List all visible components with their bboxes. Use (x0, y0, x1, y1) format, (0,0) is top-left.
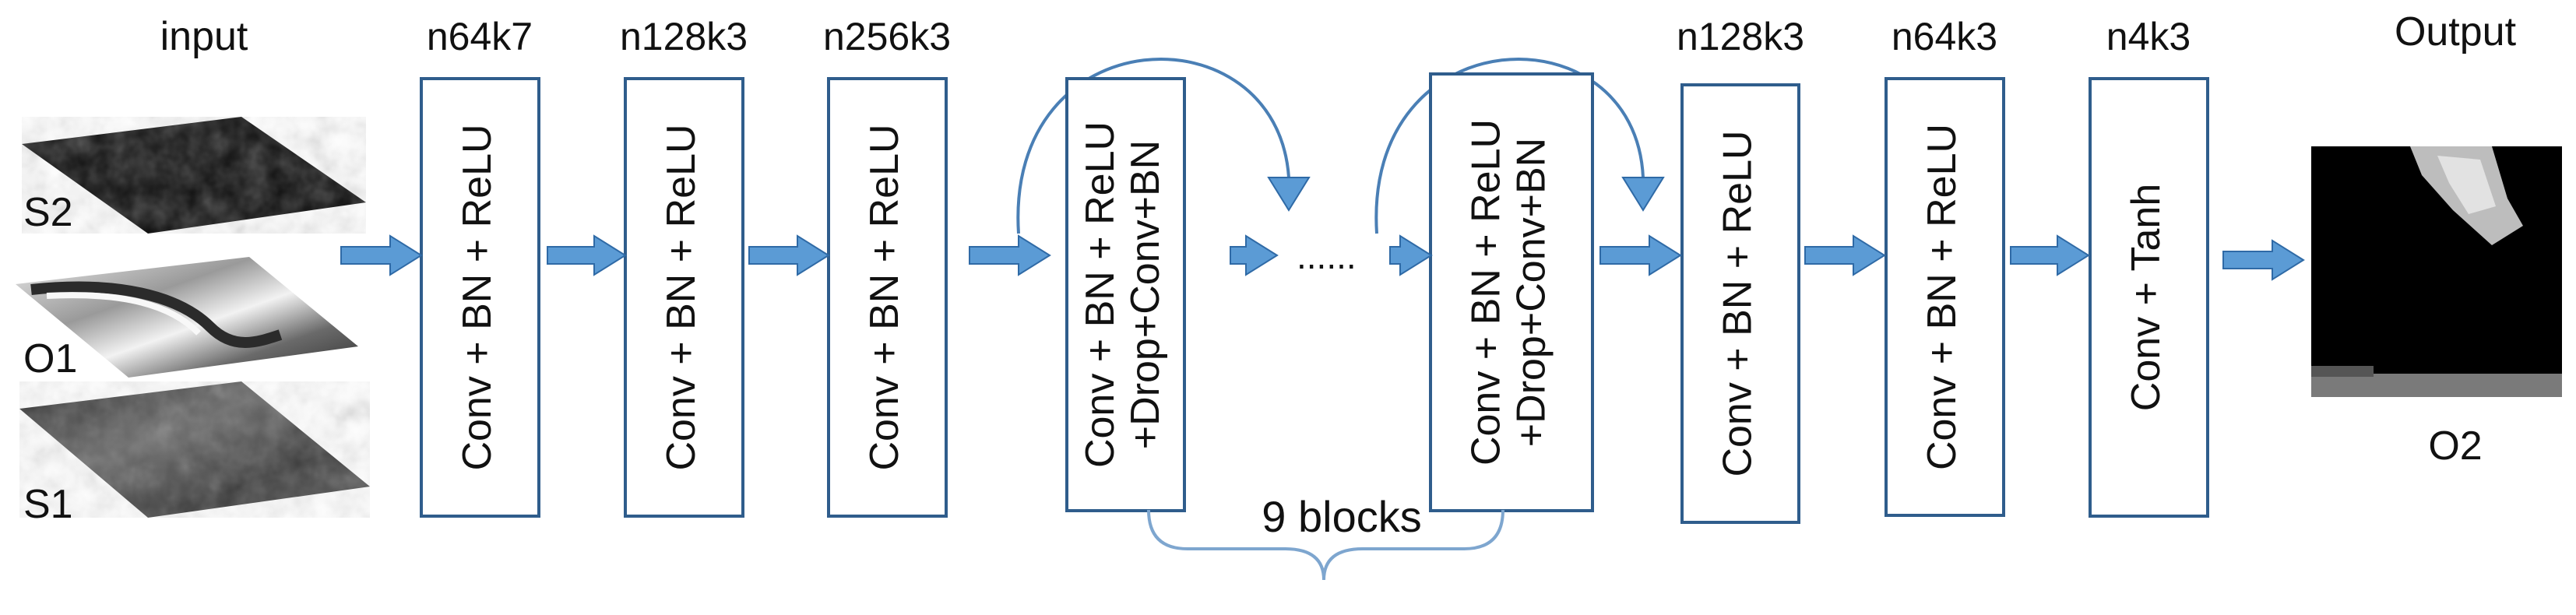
block-b3-filter-label: n256k3 (823, 15, 951, 58)
s1-label: S1 (23, 482, 73, 527)
skip-connection-1 (1016, 58, 1311, 234)
flow-arrow-icon-7 (1599, 234, 1682, 276)
flow-arrow-icon-4 (969, 234, 1051, 276)
skip-connections (1016, 58, 1665, 234)
block-b4-box (1680, 83, 1800, 524)
ellipsis-text: ...... (1297, 236, 1357, 276)
block-b1-filter-label: n64k7 (427, 15, 533, 58)
flow-arrow-icon-2 (547, 234, 627, 276)
s1-image-icon (19, 381, 370, 518)
block-b6-filter-label: n4k3 (2106, 15, 2191, 58)
block-b6: Conv + Tanh (2089, 77, 2209, 518)
block-r1: Conv + BN + ReLU+Drop+Conv+BN (1065, 77, 1186, 512)
nine-blocks-brace (1147, 509, 1504, 581)
output-image-icon (2311, 146, 2562, 397)
block-b2-text-1: Conv + BN + ReLU (659, 124, 704, 470)
skip-arrowhead-icon (1267, 177, 1311, 212)
block-b2-filter-label: n128k3 (620, 15, 748, 58)
flow-arrow-icon-1 (340, 234, 423, 276)
block-r1-box (1065, 77, 1186, 512)
block-r1-text-2: +Drop+Conv+BN (1123, 140, 1168, 449)
flow-arrow-icon-3 (748, 234, 830, 276)
arrow-layer (340, 234, 2305, 281)
block-b2-box (624, 77, 744, 518)
o1-image-icon (16, 257, 358, 378)
flow-arrow-icon-10 (2222, 239, 2305, 281)
block-b3: Conv + BN + ReLU (827, 77, 948, 518)
block-r2-text-1: Conv + BN + ReLU (1464, 119, 1509, 466)
flow-arrow-icon-9 (2010, 234, 2090, 276)
block-b1-text-1: Conv + BN + ReLU (455, 124, 500, 470)
block-b4-filter-label: n128k3 (1677, 15, 1804, 58)
block-b1: Conv + BN + ReLU (420, 77, 540, 518)
block-b5-box (1884, 77, 2005, 517)
skip-connection-2 (1374, 58, 1665, 234)
block-b4: Conv + BN + ReLU (1680, 83, 1800, 524)
block-r2-box (1429, 72, 1594, 512)
block-b5-filter-label: n64k3 (1892, 15, 1997, 58)
flow-arrow-icon-5 (1230, 234, 1279, 276)
block-b3-box (827, 77, 948, 518)
input-title: input (160, 14, 248, 59)
output-label: O2 (2428, 423, 2482, 469)
block-b3-text-1: Conv + BN + ReLU (862, 124, 907, 470)
block-b2: Conv + BN + ReLU (624, 77, 744, 518)
block-b5: Conv + BN + ReLU (1884, 77, 2005, 517)
block-b5-text-1: Conv + BN + ReLU (1920, 124, 1965, 470)
block-r2-text-2: +Drop+Conv+BN (1509, 138, 1554, 447)
output-title: Output (2395, 9, 2517, 54)
block-r1-text-1: Conv + BN + ReLU (1078, 121, 1123, 468)
skip-arrowhead-icon (1621, 177, 1665, 212)
flow-arrow-icon-6 (1389, 234, 1433, 276)
block-b4-text-1: Conv + BN + ReLU (1716, 130, 1761, 476)
flow-arrow-icon-8 (1804, 234, 1886, 276)
block-b6-box (2089, 77, 2209, 518)
s2-image-icon (22, 117, 366, 234)
block-b6-text-1: Conv + Tanh (2124, 184, 2169, 411)
block-b1-box (420, 77, 540, 518)
o1-label: O1 (23, 336, 77, 381)
nine-blocks-label: 9 blocks (1262, 492, 1421, 541)
s2-label: S2 (23, 190, 73, 235)
block-r2: Conv + BN + ReLU+Drop+Conv+BN (1429, 72, 1594, 512)
